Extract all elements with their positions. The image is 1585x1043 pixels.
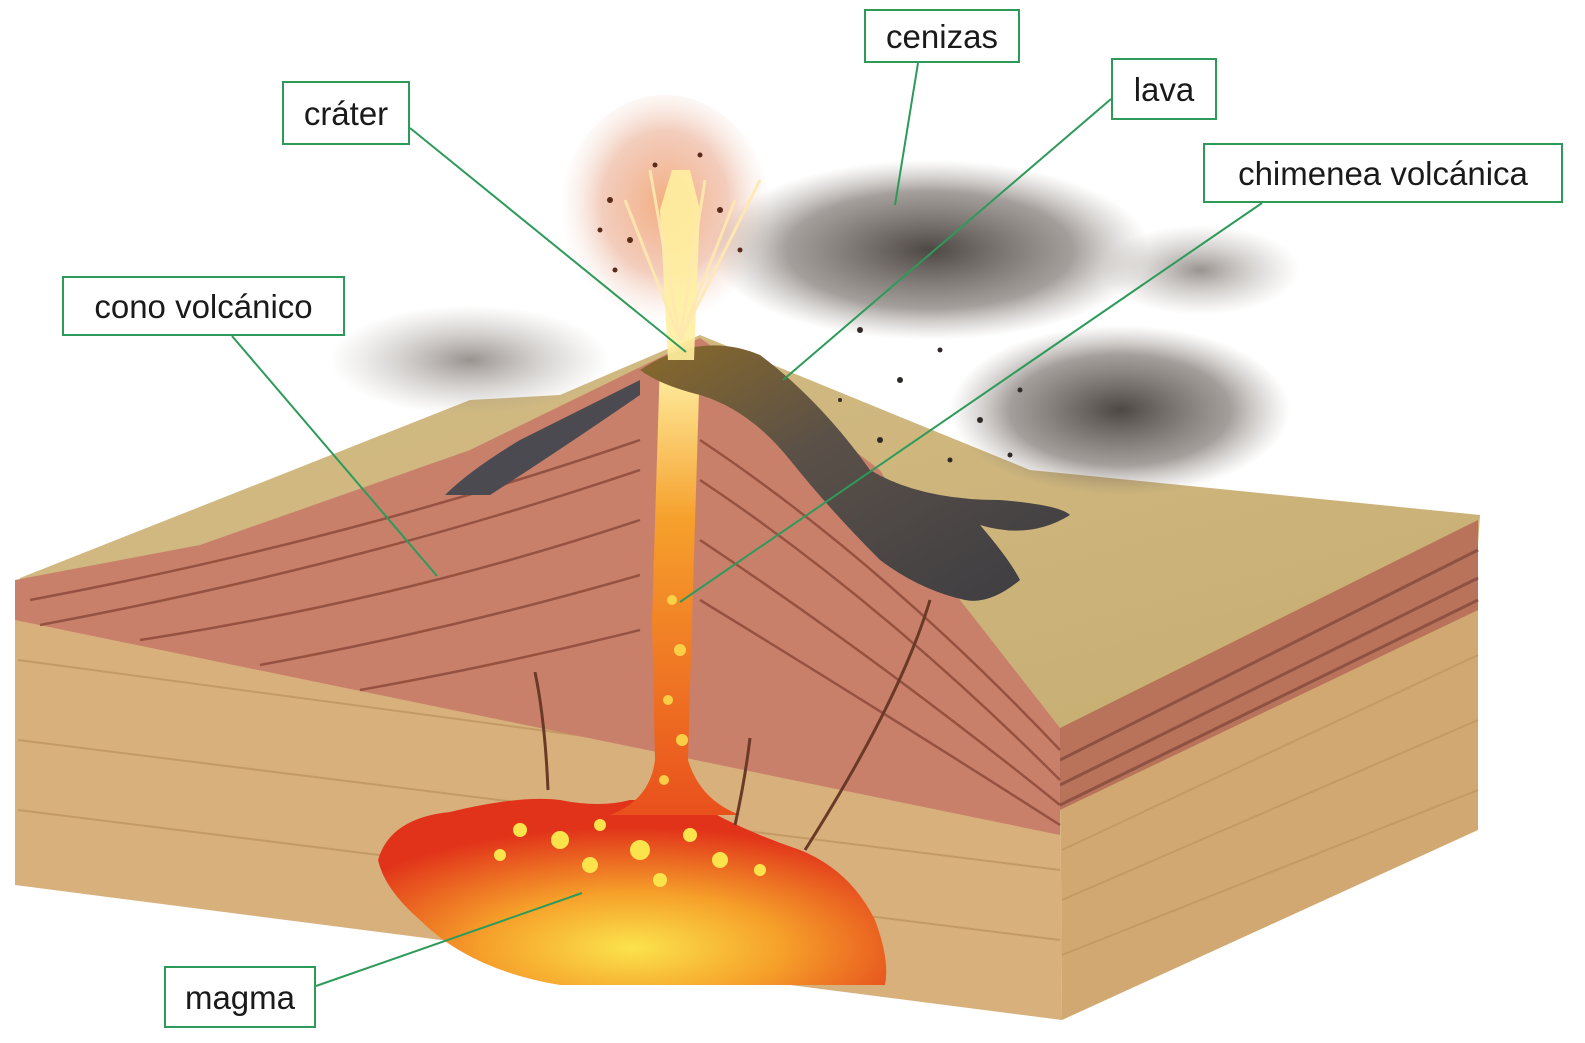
label-magma: magma xyxy=(164,966,316,1028)
label-cono-volcanico: cono volcánico xyxy=(62,276,345,336)
label-chimenea-volcanica: chimenea volcánica xyxy=(1203,143,1563,203)
label-crater-text: cráter xyxy=(304,97,388,130)
label-cenizas-text: cenizas xyxy=(886,20,998,53)
label-lava-text: lava xyxy=(1134,73,1195,106)
label-magma-text: magma xyxy=(185,981,295,1014)
label-crater: cráter xyxy=(282,81,410,145)
label-cenizas: cenizas xyxy=(864,9,1020,63)
label-lava: lava xyxy=(1111,58,1217,120)
label-chimenea-volcanica-text: chimenea volcánica xyxy=(1238,157,1528,190)
label-cono-volcanico-text: cono volcánico xyxy=(94,290,312,323)
